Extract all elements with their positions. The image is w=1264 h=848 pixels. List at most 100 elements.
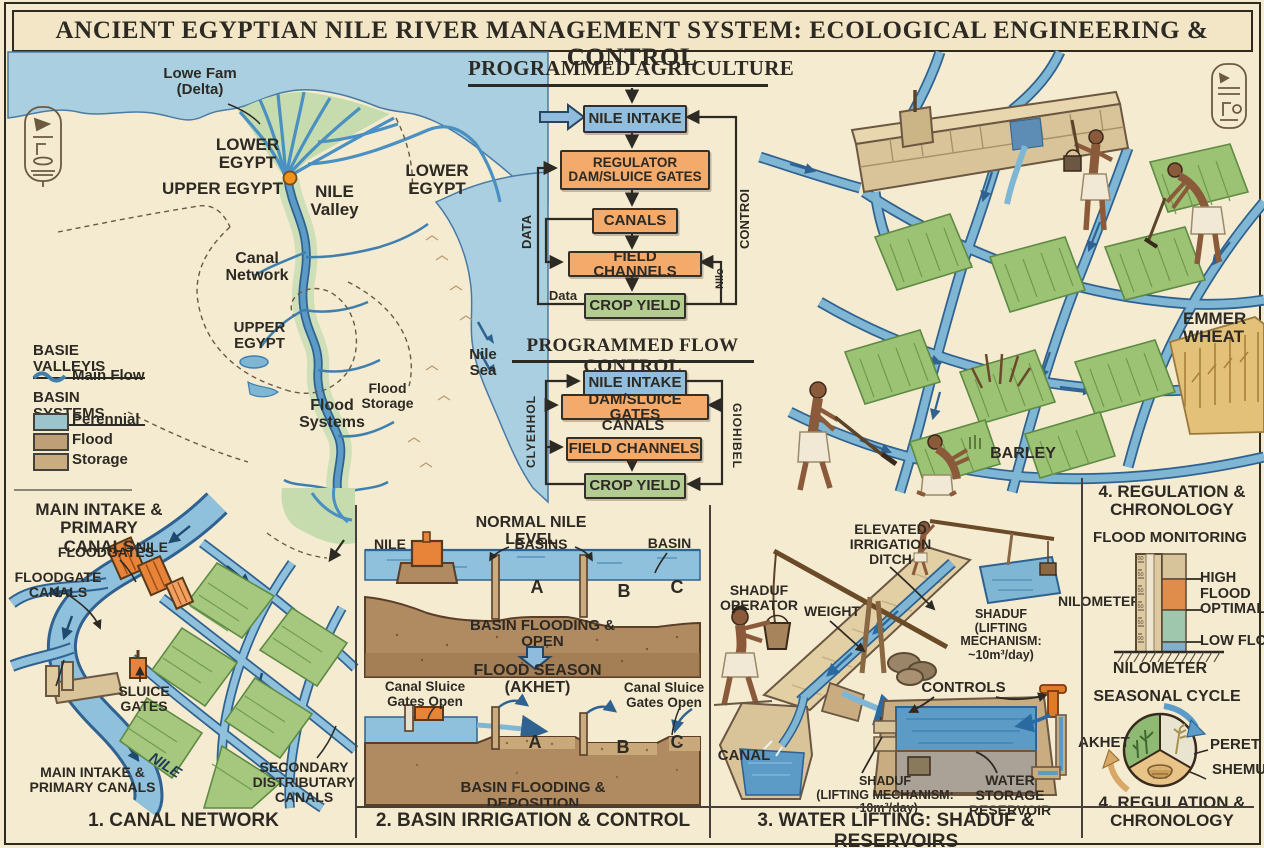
farmer-carrying-bucket — [1063, 119, 1114, 231]
panel1-label-sluice-gates: SLUICE GATES — [118, 683, 170, 715]
flow-node-canals: CANALS — [592, 208, 678, 234]
svg-text:B: B — [617, 737, 630, 757]
map-label-delta: Lowe Fam (Delta) — [163, 65, 237, 99]
flow-label-data-vertical: DATA — [519, 214, 534, 250]
sluice-gate-icon — [129, 650, 147, 679]
map-label-nile-valley: NILE Valley — [310, 182, 359, 220]
panel3-label-operator: SHADUF OPERATOR — [719, 582, 799, 614]
panel4-low-flood: LOW FLOOD — [1200, 633, 1264, 649]
panel4-peret: PERET — [1210, 736, 1261, 753]
farmer-hoeing-top — [1143, 162, 1226, 265]
legend-item-flood: Flood — [72, 431, 113, 448]
panel3-label-nilometer-side: NILOMETER — [1058, 593, 1141, 609]
panel4-shemu: SHEMU — [1212, 761, 1264, 778]
legend-swatch-perennial — [33, 413, 69, 431]
panel2-label-nile: NILE — [374, 536, 406, 552]
svg-text:00: 00 — [1138, 636, 1144, 642]
legend-item-perennial: Perennial — [72, 411, 140, 428]
panel4-optimal: OPTIMAL — [1200, 601, 1264, 617]
flow-agriculture-title: PROGRAMMED AGRICULTURE — [467, 56, 795, 80]
nile-valley-marker-dot — [282, 170, 298, 186]
panel2-label-gates-left: Canal Sluice Gates Open — [384, 679, 466, 709]
intake-block-arrow-icon — [539, 103, 586, 131]
legend-main-flow: Main Flow — [72, 367, 145, 384]
water-tap-icon — [1039, 684, 1067, 718]
panel3-label-canal: CANAL — [717, 747, 771, 764]
panel3-label-controls: CONTROLS — [921, 679, 1006, 696]
flow-node-nile-intake: NILE INTAKE — [583, 105, 687, 133]
nile-sluice-gate-icon — [410, 539, 444, 568]
panel1-label-floodgates: FLOODGATES — [57, 544, 155, 560]
cartouche-icon-right — [1211, 63, 1247, 129]
panel3-caption: 3. WATER LIFTING: SHADUF & RESERVOIRS — [757, 810, 1035, 848]
flow-label-data: Data — [548, 288, 578, 303]
floodgates-icons — [105, 536, 195, 611]
svg-text:B: B — [618, 581, 631, 601]
map-egypt-art — [7, 51, 549, 519]
panel4-nilometer-caption: NILOMETER — [1112, 660, 1208, 677]
down-block-arrow-icon — [517, 646, 553, 671]
flowctl-label-left-vertical: CLYEHHOL — [524, 395, 538, 468]
main-flow-wave-icon — [32, 371, 67, 383]
flowctl-label-right-vertical: GIOHIBEL — [730, 402, 744, 469]
cartouche-icon — [24, 106, 62, 187]
svg-text:A: A — [529, 732, 542, 752]
flow-node-crop-yield: CROP YIELD — [584, 293, 686, 319]
panel2-label-basins: BASINS — [514, 536, 568, 552]
regulation-art: 00 50 50 50 50 00 — [1101, 553, 1224, 793]
panel3-label-weight: WEIGHT — [804, 603, 860, 619]
panel2-heading-normal: NORMAL NILE LEVEL — [475, 514, 587, 549]
flow-control-underline — [512, 360, 754, 363]
scene-label-barley: BARLEY — [990, 445, 1056, 462]
nilometer-icon: 00 50 50 50 50 00 — [1114, 553, 1224, 663]
panel1-label-secondary: SECONDARY DISTRIBUTARY CANALS — [252, 759, 356, 806]
svg-text:50: 50 — [1138, 620, 1144, 626]
flow-label-control-vertical: CONTROI — [737, 189, 752, 249]
farmer-hoeing-bottom — [797, 381, 898, 491]
svg-text:50: 50 — [1138, 604, 1144, 610]
map-label-flood-systems: Flood Systems — [299, 397, 365, 432]
map-label-nile-sea: Nile Sea — [469, 346, 497, 380]
shaduf-operator-figure — [721, 605, 771, 706]
panel4-flood-monitoring: FLOOD MONITORING — [1093, 529, 1247, 546]
legend-swatch-flood — [33, 433, 69, 451]
panel3-label-shaduf-spec: SHADUF (LIFTING MECHANISM: ~10m³/day) — [960, 607, 1042, 662]
divider-panel-2-3 — [709, 505, 711, 838]
map-label-lower-egypt: LOWER EGYPT — [215, 135, 280, 173]
flow-agriculture-underline — [468, 84, 768, 87]
flow-node-field-channels: FIELD CHANNELS — [568, 249, 702, 279]
map-label-upper-egypt: UPPER EGYPT — [162, 179, 283, 198]
panel2-caption: 2. BASIN IRRIGATION & CONTROL — [375, 810, 691, 831]
svg-text:00: 00 — [1138, 556, 1144, 562]
flowctl-node-crop-yield: CROP YIELD — [584, 473, 686, 499]
panel1-label-nile-top: NILE — [136, 539, 168, 555]
map-label-lower-egypt-east: LOWER EGYPT — [405, 161, 469, 199]
svg-text:C: C — [671, 577, 684, 597]
panel2-caption-open: BASIN FLOODING & OPEN — [470, 617, 615, 651]
panel1-label-floodgate-canals: FLOODGATE CANALS — [14, 569, 102, 601]
panel1-caption: 1. CANAL NETWORK — [88, 810, 279, 831]
panel1-label-main-intake: MAIN INTAKE & PRIMARY CANALS — [29, 764, 156, 796]
scene-label-emmer-wheat: EMMER WHEAT — [1183, 309, 1247, 347]
panel3-label-elevated-ditch: ELEVATED IRRIGATION DITCH — [849, 521, 932, 568]
svg-text:50: 50 — [1138, 588, 1144, 594]
seasonal-cycle-icon — [1101, 703, 1209, 793]
map-label-upper-egypt-south: UPPER EGYPT — [233, 319, 286, 353]
svg-text:50: 50 — [1138, 572, 1144, 578]
flow-label-nilo-vertical: NIlo — [714, 268, 726, 290]
divider-panel-1-2 — [355, 505, 357, 838]
flowctl-node-dam-sluice: DAM/SLUICE GATES — [561, 392, 709, 422]
legend-title-valleys: BASIE VALLEYIS — [33, 342, 145, 380]
panel2-heading-flood-season: FLOOD SEASON (AKHET) — [473, 662, 602, 697]
page-title: ANCIENT EGYPTIAN NILE RIVER MANAGEMENT S… — [55, 17, 1209, 71]
map-label-flood-storage: Flood Storage — [361, 380, 414, 412]
svg-text:A: A — [531, 577, 544, 597]
divider-panel-3-4 — [1081, 478, 1083, 838]
panel4-seasonal-cycle: SEASONAL CYCLE — [1093, 688, 1241, 705]
legend-item-storage: Storage — [72, 451, 128, 468]
shaduf-reservoir-art — [713, 519, 1067, 800]
caption-row-rule — [356, 806, 1254, 808]
panel4-akhet: AKHET — [1078, 734, 1130, 751]
panel2-label-gates-right: Canal Sluice Gates Open — [623, 680, 705, 710]
